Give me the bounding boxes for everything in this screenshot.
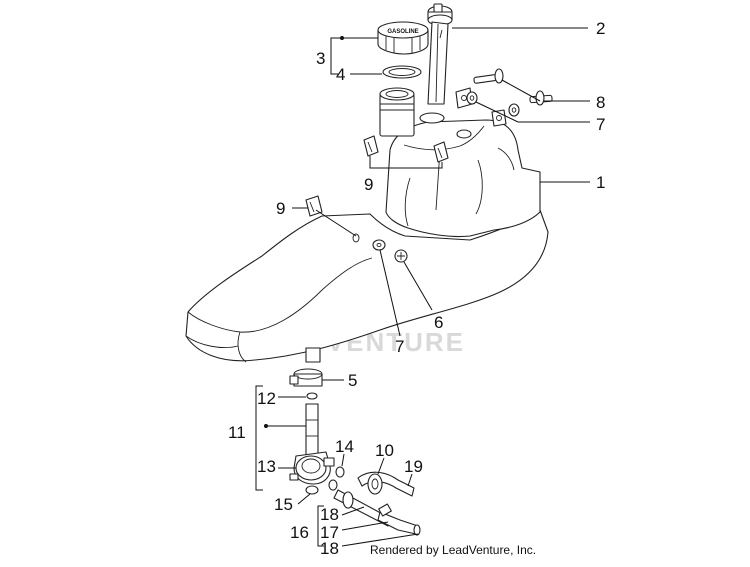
fuel-hose bbox=[333, 489, 421, 536]
callout-19: 19 bbox=[404, 457, 423, 476]
cap-label: GASOLINE bbox=[387, 29, 418, 35]
washer-lower bbox=[508, 103, 520, 117]
callout-11: 11 bbox=[228, 423, 246, 442]
fuel-valve bbox=[289, 403, 335, 485]
clip-left bbox=[363, 135, 379, 157]
leader-lines bbox=[255, 27, 590, 547]
fuel-tank bbox=[185, 87, 549, 363]
callout-6: 6 bbox=[434, 313, 443, 332]
callout-13: 13 bbox=[257, 457, 276, 476]
callout-labels: 2 3 4 8 7 9 1 9 6 7 5 12 11 14 10 13 19 … bbox=[228, 19, 605, 558]
small-clamp-upper bbox=[335, 466, 345, 478]
callout-12: 12 bbox=[257, 389, 276, 408]
render-credit: Rendered by LeadVenture, Inc. bbox=[370, 543, 536, 557]
callout-10: 10 bbox=[375, 441, 394, 460]
side-screw bbox=[394, 249, 408, 263]
callout-5: 5 bbox=[348, 371, 357, 390]
hose-clamp bbox=[289, 368, 323, 387]
callout-8: 8 bbox=[596, 93, 605, 112]
small-clamp-lower bbox=[328, 479, 338, 491]
callout-2: 2 bbox=[596, 19, 605, 38]
callout-18-lower: 18 bbox=[320, 539, 339, 558]
callout-16: 16 bbox=[290, 523, 309, 542]
callout-7-upper: 7 bbox=[596, 115, 605, 134]
bolt-upper bbox=[473, 68, 504, 84]
side-washer bbox=[372, 239, 386, 251]
callout-18-upper: 18 bbox=[320, 505, 339, 524]
callout-15: 15 bbox=[274, 495, 293, 514]
callout-7-lower: 7 bbox=[395, 337, 404, 356]
callout-9-left: 9 bbox=[276, 199, 285, 218]
callout-1: 1 bbox=[596, 173, 605, 192]
callout-17: 17 bbox=[320, 523, 339, 542]
cap-gasket bbox=[382, 65, 422, 79]
screen-nut bbox=[305, 485, 319, 495]
washer-upper bbox=[466, 91, 478, 105]
callout-4: 4 bbox=[336, 65, 345, 84]
fuel-cap: GASOLINE bbox=[377, 21, 429, 55]
callout-14: 14 bbox=[335, 437, 354, 456]
o-ring bbox=[306, 392, 318, 400]
callout-3: 3 bbox=[316, 49, 325, 68]
callout-9-middle: 9 bbox=[364, 175, 373, 194]
clip-side bbox=[305, 195, 323, 217]
clip-right bbox=[433, 141, 449, 163]
vent-hose bbox=[357, 471, 415, 497]
fuel-level-sender bbox=[427, 3, 453, 105]
bolt-lower bbox=[529, 90, 553, 106]
